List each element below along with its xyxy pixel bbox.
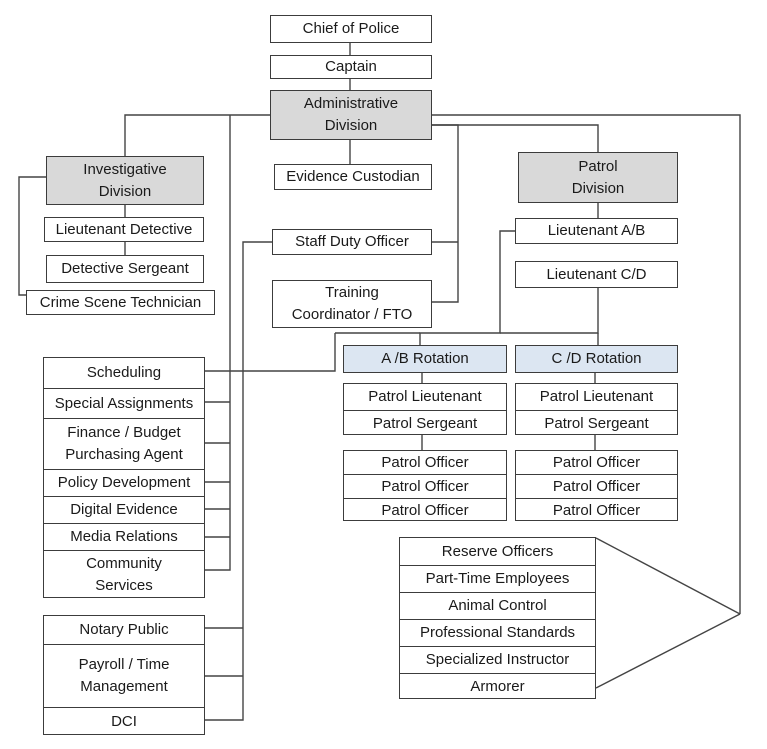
ab-rotation-header: A /B Rotation <box>343 345 507 373</box>
special-assignments-item: Special Assignments <box>44 388 204 418</box>
lieutenant-cd-box: Lieutenant C/D <box>515 261 678 288</box>
investigative-division-label-2: Division <box>98 182 152 200</box>
lieutenant-cd-label: Lieutenant C/D <box>546 265 647 283</box>
evidence-custodian-box: Evidence Custodian <box>274 164 432 190</box>
cd-rotation-leads: Patrol Lieutenant Patrol Sergeant <box>515 383 678 435</box>
cd-rotation-label: C /D Rotation <box>551 350 642 367</box>
notary-public-item: Notary Public <box>79 621 169 638</box>
chief-of-police-box: Chief of Police <box>270 15 432 43</box>
armorer-item: Armorer <box>400 673 595 700</box>
lieutenant-detective-label: Lieutenant Detective <box>55 220 193 238</box>
cd-patrol-officer: Patrol Officer <box>552 453 641 471</box>
captain-box: Captain <box>270 55 432 79</box>
administrative-division-label-2: Division <box>324 117 378 134</box>
finance-budget-item: Finance / Budget Purchasing Agent <box>44 418 204 469</box>
administrative-division-label-1: Administrative <box>303 95 399 112</box>
digital-evidence-item: Digital Evidence <box>44 496 204 523</box>
training-coordinator-box: Training Coordinator / FTO <box>272 280 432 328</box>
cd-patrol-officer: Patrol Officer <box>516 498 677 522</box>
payroll-time-label-1: Payroll / Time <box>78 656 170 673</box>
community-services-label-2: Services <box>95 577 153 594</box>
ab-patrol-officer: Patrol Officer <box>344 498 506 522</box>
staff-duty-officer-label: Staff Duty Officer <box>295 233 409 250</box>
crime-scene-technician-label: Crime Scene Technician <box>39 293 202 311</box>
ab-patrol-officer: Patrol Officer <box>344 474 506 498</box>
patrol-division-label-2: Division <box>571 179 625 197</box>
chief-direct-list: Reserve Officers Part-Time Employees Ani… <box>399 537 596 699</box>
admin-misc-list: Notary Public Payroll / Time Management … <box>43 615 205 735</box>
cd-rotation-header: C /D Rotation <box>515 345 678 373</box>
payroll-time-label-2: Management <box>80 678 168 695</box>
policy-development-item: Policy Development <box>44 469 204 496</box>
lieutenant-ab-box: Lieutenant A/B <box>515 218 678 244</box>
chief-of-police-label: Chief of Police <box>302 20 400 37</box>
patrol-division-box: Patrol Division <box>518 152 678 203</box>
part-time-employees-item: Part-Time Employees <box>400 565 595 592</box>
animal-control-item: Animal Control <box>400 592 595 619</box>
cd-patrol-sergeant: Patrol Sergeant <box>516 410 677 436</box>
lieutenant-detective-box: Lieutenant Detective <box>44 217 204 242</box>
evidence-custodian-label: Evidence Custodian <box>286 168 420 185</box>
cd-patrol-lieutenant: Patrol Lieutenant <box>539 388 654 405</box>
training-coordinator-label-2: Coordinator / FTO <box>291 306 413 323</box>
administrative-division-box: Administrative Division <box>270 90 432 140</box>
ab-rotation-leads: Patrol Lieutenant Patrol Sergeant <box>343 383 507 435</box>
finance-budget-label-2: Purchasing Agent <box>65 446 183 463</box>
specialized-instructor-item: Specialized Instructor <box>400 646 595 673</box>
media-relations-item: Media Relations <box>44 523 204 550</box>
ab-patrol-lieutenant: Patrol Lieutenant <box>368 388 482 405</box>
training-coordinator-label-1: Training <box>325 284 379 301</box>
payroll-time-item: Payroll / Time Management <box>44 644 204 707</box>
community-services-item: Community Services <box>44 550 204 599</box>
professional-standards-item: Professional Standards <box>400 619 595 646</box>
admin-functions-list: Scheduling Special Assignments Finance /… <box>43 357 205 598</box>
detective-sergeant-label: Detective Sergeant <box>61 260 189 277</box>
captain-label: Captain <box>325 58 377 75</box>
crime-scene-technician-box: Crime Scene Technician <box>26 290 215 315</box>
cd-patrol-officers: Patrol Officer Patrol Officer Patrol Off… <box>515 450 678 521</box>
lieutenant-ab-label: Lieutenant A/B <box>547 222 646 239</box>
reserve-officers-item: Reserve Officers <box>441 542 554 560</box>
scheduling-item: Scheduling <box>86 364 162 381</box>
staff-duty-officer-box: Staff Duty Officer <box>272 229 432 255</box>
finance-budget-label-1: Finance / Budget <box>67 424 181 441</box>
investigative-division-label-1: Investigative <box>83 160 167 178</box>
patrol-division-label-1: Patrol <box>578 157 618 175</box>
ab-patrol-sergeant: Patrol Sergeant <box>344 410 506 436</box>
dci-item: DCI <box>44 707 204 736</box>
community-services-label-1: Community <box>86 555 162 572</box>
ab-patrol-officer: Patrol Officer <box>381 453 469 471</box>
cd-patrol-officer: Patrol Officer <box>516 474 677 498</box>
ab-patrol-officers: Patrol Officer Patrol Officer Patrol Off… <box>343 450 507 521</box>
investigative-division-box: Investigative Division <box>46 156 204 205</box>
detective-sergeant-box: Detective Sergeant <box>46 255 204 283</box>
ab-rotation-label: A /B Rotation <box>381 350 469 367</box>
